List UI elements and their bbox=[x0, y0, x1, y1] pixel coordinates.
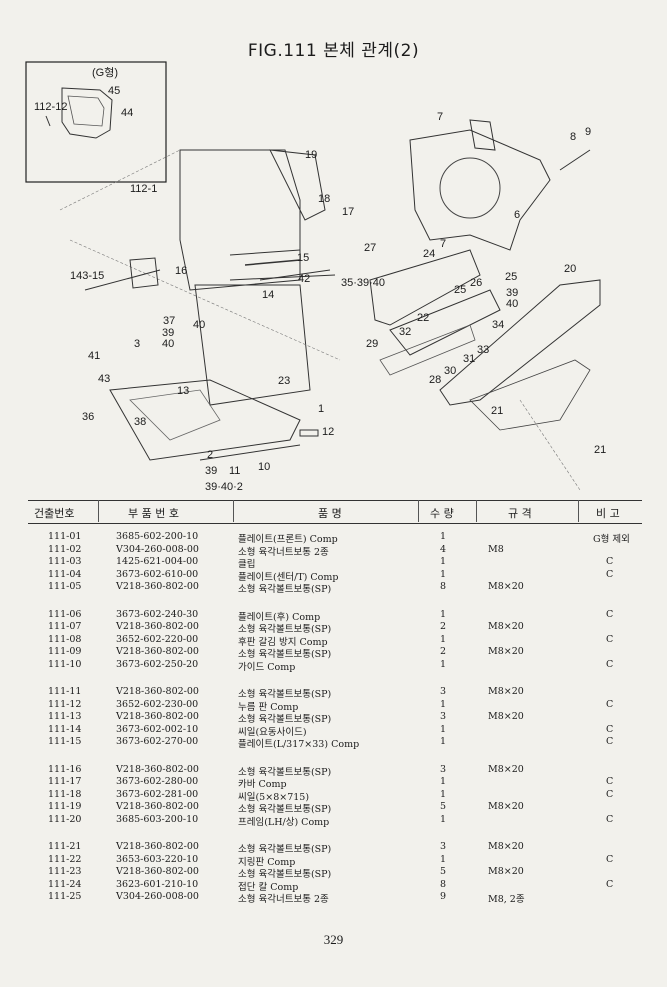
callout-label: 15 bbox=[297, 252, 309, 264]
callout-label: 18 bbox=[318, 193, 330, 205]
callout-label: 38 bbox=[134, 416, 146, 428]
callout-label: 33 bbox=[477, 344, 489, 356]
callout-label: 8 bbox=[570, 131, 576, 143]
callout-label: 37 bbox=[163, 315, 175, 327]
callout-label: 143-15 bbox=[70, 270, 104, 282]
callout-label: 26 bbox=[470, 277, 482, 289]
callout-label: 36 bbox=[82, 411, 94, 423]
callout-label: 3 bbox=[134, 338, 140, 350]
callout-label: 9 bbox=[585, 126, 591, 138]
callout-label: 40 bbox=[162, 338, 174, 350]
callout-label: 35·39·40 bbox=[341, 277, 385, 289]
callout-label: 22 bbox=[417, 312, 429, 324]
header-part-name: 품 명 bbox=[318, 507, 342, 520]
callout-label: 39 bbox=[506, 287, 518, 299]
callout-label: 17 bbox=[342, 206, 354, 218]
callout-label: 1 bbox=[318, 403, 324, 415]
callout-label: 14 bbox=[262, 289, 274, 301]
header-note: 비 고 bbox=[596, 507, 620, 520]
callout-label: 32 bbox=[399, 326, 411, 338]
callout-label: 43 bbox=[98, 373, 110, 385]
callout-label: 28 bbox=[429, 374, 441, 386]
callout-label: 42 bbox=[298, 273, 310, 285]
callout-label: 30 bbox=[444, 365, 456, 377]
callout-labels: 1 2 3 6 7 7 8 9 10 11 12 13 14 15 16 112… bbox=[34, 85, 606, 493]
callout-label: 7 bbox=[440, 238, 446, 250]
header-part-number: 부 품 번 호 bbox=[128, 507, 179, 520]
callout-label: 2 bbox=[207, 449, 213, 461]
callout-label: 20 bbox=[564, 263, 576, 275]
header-spec: 규 격 bbox=[508, 507, 532, 520]
inset-box bbox=[25, 61, 167, 183]
parts-table-header: 건출번호 부 품 번 호 품 명 수 량 규 격 비 고 bbox=[28, 500, 642, 524]
callout-label: 25 bbox=[505, 271, 517, 283]
callout-label: 16 bbox=[175, 265, 187, 277]
callout-label: 21 bbox=[594, 444, 606, 456]
callout-label: 12 bbox=[322, 426, 334, 438]
callout-label: 7 bbox=[437, 111, 443, 123]
callout-label: 27 bbox=[364, 242, 376, 254]
callout-label: 13 bbox=[177, 385, 189, 397]
callout-label: 112-12 bbox=[34, 101, 67, 113]
exploded-parts-diagram: (G형) 1 2 3 6 7 7 8 9 10 11 12 13 14 bbox=[25, 61, 606, 493]
callout-label: 34 bbox=[492, 319, 504, 331]
callout-label: 39·40·2 bbox=[205, 481, 243, 493]
header-ref-no: 건출번호 bbox=[34, 507, 75, 520]
callout-label: 24 bbox=[423, 248, 435, 260]
callout-label: 21 bbox=[491, 405, 503, 417]
inset-variant-label: (G형) bbox=[92, 66, 118, 79]
callout-label: 45 bbox=[108, 85, 120, 97]
callout-label: 19 bbox=[305, 149, 317, 161]
callout-label: 44 bbox=[121, 107, 133, 119]
callout-label: 6 bbox=[514, 209, 520, 221]
callout-label: 23 bbox=[278, 375, 290, 387]
figure-title: FIG.111 본체 관계(2) bbox=[247, 41, 420, 61]
callout-label: 10 bbox=[258, 461, 270, 473]
page-number: 329 bbox=[323, 932, 344, 947]
callout-label: 112-1 bbox=[130, 183, 157, 195]
callout-label: 29 bbox=[366, 338, 378, 350]
callout-label: 40 bbox=[506, 298, 518, 310]
header-quantity: 수 량 bbox=[430, 507, 454, 520]
callout-label: 40 bbox=[193, 319, 205, 331]
callout-label: 11 bbox=[229, 465, 240, 477]
callout-label: 41 bbox=[88, 350, 100, 362]
callout-label: 31 bbox=[463, 353, 475, 365]
callout-label: 25 bbox=[454, 284, 466, 296]
callout-label: 39 bbox=[205, 465, 217, 477]
callout-label: 39 bbox=[162, 327, 174, 339]
